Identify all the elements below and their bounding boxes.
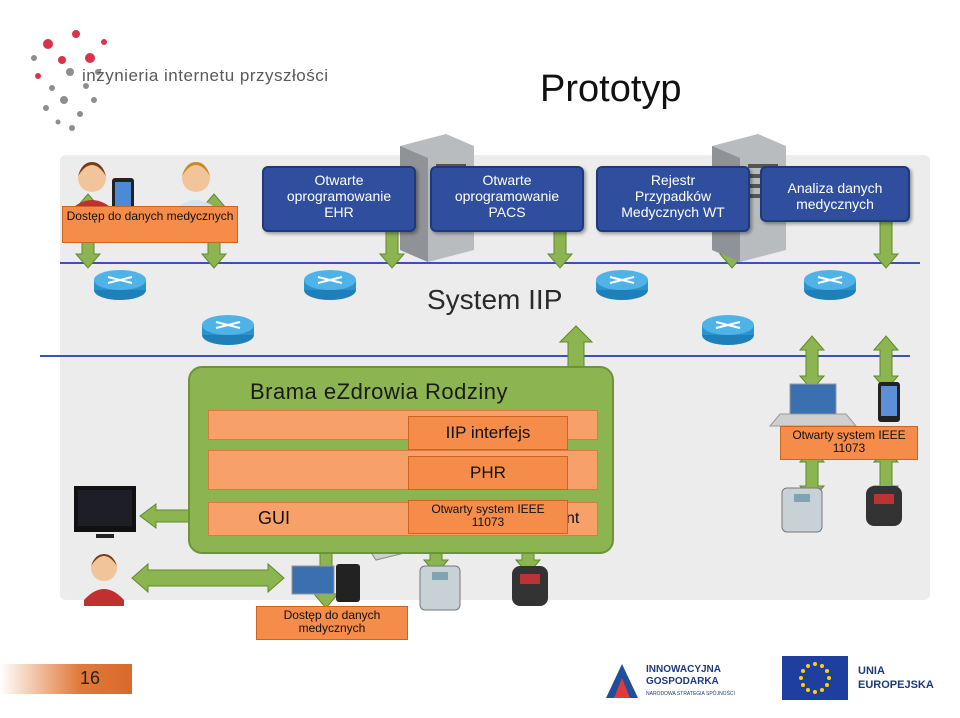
partial-label: nt [566,510,580,527]
gateway-title: Brama eZdrowia Rodziny [250,379,508,404]
registry-line-3: Medycznych WT [621,204,725,220]
laptop-icon [291,564,360,602]
router-icon [202,315,254,345]
scale-icon [781,487,823,533]
tv-icon [74,486,136,538]
ieee-inner-line-2: 11073 [471,515,505,529]
logo-dots [31,30,107,131]
ieee-inner-box: Otwarty system IEEE 11073 [408,500,568,534]
ieee-right-line-1: Otwarty system IEEE [792,428,906,442]
user-avatar-icon [84,554,124,606]
network-line-bottom [40,355,910,357]
pacs-line-2: oprogramowanie [454,188,560,204]
ehr-line-2: oprogramowanie [286,188,392,204]
registry-line-1: Rejestr [650,172,696,188]
ieee-right-line-2: 11073 [832,441,866,455]
pacs-box: Otwarte oprogramowanie PACS [430,166,584,232]
oximeter-icon [866,486,902,526]
ieee-inner-line-1: Otwarty system IEEE [431,502,545,516]
bottom-access-line-2: medycznych [298,621,366,635]
eu-logo-text: UNIA EUROPEJSKA [858,664,934,692]
analysis-line-2: medycznych [796,196,874,212]
logo-text: inżynieria internetu przyszłości [82,66,329,85]
router-icon [702,315,754,345]
analysis-line-1: Analiza danych [787,180,883,196]
network-line-top [60,262,920,264]
page-number: 16 [79,668,101,688]
registry-box: Rejestr Przypadków Medycznych WT [596,166,750,232]
logo-right-line-1: UNIA [858,665,885,677]
oximeter-icon [512,566,548,606]
phone-icon [112,178,134,214]
pacs-line-1: Otwarte [482,172,532,188]
router-icon [304,270,356,300]
ieee-right-box: Otwarty system IEEE 11073 [780,426,918,460]
scale-icon [419,565,461,611]
bottom-access-line-1: Dostęp do danych [283,608,381,622]
page-title: Prototyp [540,68,682,110]
patient-access-box: Dostęp do danych medycznych [62,206,238,243]
phr-box: PHR [408,456,568,490]
gui-label: GUI [258,508,291,528]
phr-label: PHR [470,463,506,482]
iip-interface-label: IIP interfejs [445,423,531,442]
innowacyjna-logo-text: INNOWACYJNA GOSPODARKA NARODOWA STRATEGI… [646,664,735,700]
ehr-box: Otwarte oprogramowanie EHR [262,166,416,232]
iip-interface-box: IIP interfejs [408,416,568,450]
arrow-r2 [872,335,900,391]
phone-icon [878,382,900,422]
logo-left-line-2: GOSPODARKA [646,676,719,687]
logo-left-line-1: INNOWACYJNA [646,664,722,675]
arrow-h-user [131,562,285,594]
analysis-box: Analiza danych medycznych [760,166,910,222]
router-icon [94,270,146,300]
eu-flag-icon [782,656,848,700]
laptop-icon [768,383,858,427]
pacs-line-3: PACS [488,204,526,220]
ehr-line-3: EHR [324,204,354,220]
logo-right-line-2: EUROPEJSKA [858,679,934,691]
innowacyjna-logo-icon [606,664,638,698]
arrow-r1 [798,335,826,391]
logo-left-line-3: NARODOWA STRATEGIA SPÓJNOŚCI [646,691,735,697]
page-number-bar [0,664,132,694]
ehr-line-1: Otwarte [314,172,364,188]
system-iip-label: System IIP [427,284,563,315]
patient-access-label: Dostęp do danych medycznych [66,209,234,223]
bottom-access-box: Dostęp do danych medycznych [256,606,408,640]
registry-line-2: Przypadków [634,188,712,204]
router-icon [804,270,856,300]
router-icon [596,270,648,300]
